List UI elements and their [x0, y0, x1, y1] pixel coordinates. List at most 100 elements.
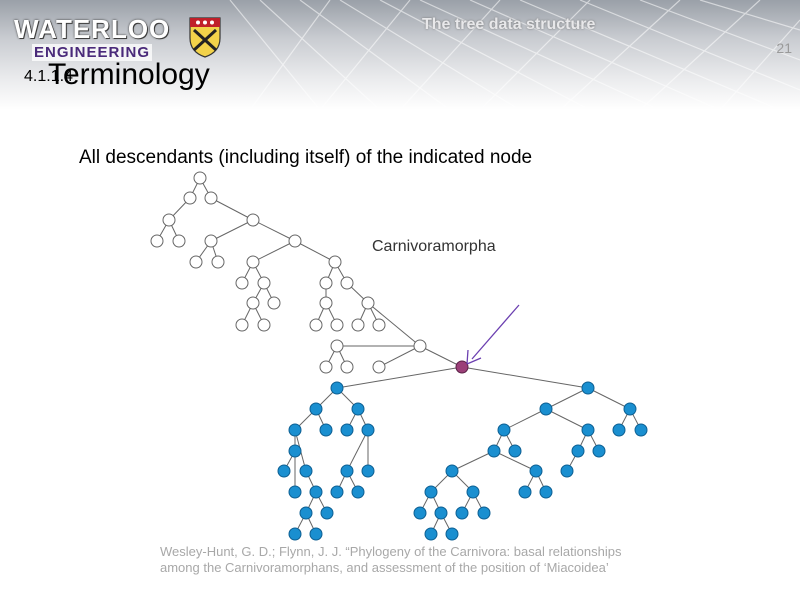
- descendant-node: [277, 464, 291, 478]
- header-decoration: [229, 0, 800, 110]
- tree-edge: [336, 366, 463, 389]
- tree-node: [204, 234, 218, 248]
- tree-edge: [210, 197, 254, 221]
- logo-engineering-text: ENGINEERING: [32, 44, 153, 61]
- tree-node: [361, 296, 375, 310]
- tree-edge: [493, 450, 537, 472]
- descendant-node: [330, 485, 344, 499]
- descendant-node: [288, 527, 302, 541]
- tree-edge: [587, 387, 631, 410]
- descendant-node: [424, 527, 438, 541]
- tree-node: [211, 255, 225, 269]
- tree-node: [330, 318, 344, 332]
- descendant-node: [560, 464, 574, 478]
- tree-node: [172, 234, 186, 248]
- tree-node: [150, 234, 164, 248]
- tree-node: [246, 255, 260, 269]
- descendant-node: [340, 464, 354, 478]
- citation-line-2: among the Carnivoramorphans, and assessm…: [160, 560, 609, 575]
- tree-node: [413, 339, 427, 353]
- tree-node: [372, 318, 386, 332]
- header-title: The tree data structure: [422, 16, 596, 33]
- logo-waterloo-text: WATERLOO: [14, 14, 171, 44]
- tree-edge: [503, 408, 547, 431]
- descendant-node: [351, 485, 365, 499]
- tree-nodes: [150, 171, 648, 541]
- tree-node: [235, 318, 249, 332]
- descendant-node: [340, 423, 354, 437]
- tree-node: [351, 318, 365, 332]
- tree-edge: [210, 219, 254, 242]
- descendant-node: [529, 464, 543, 478]
- descendant-node: [581, 381, 595, 395]
- tree-node: [183, 191, 197, 205]
- descendant-node: [434, 506, 448, 520]
- descendant-node: [487, 444, 501, 458]
- tree-node: [309, 318, 323, 332]
- tree-edge: [367, 302, 421, 347]
- descendant-node: [634, 423, 648, 437]
- tree-node: [319, 360, 333, 374]
- tree-edges: [156, 177, 642, 535]
- tree-node: [330, 339, 344, 353]
- descendant-node: [361, 423, 375, 437]
- descendant-node: [299, 506, 313, 520]
- indicated-node: [455, 360, 469, 374]
- tree-node: [257, 276, 271, 290]
- tree-edge: [378, 345, 421, 368]
- tree-edge: [545, 387, 589, 410]
- citation-line-1: Wesley-Hunt, G. D.; Flynn, J. J. “Phylog…: [160, 544, 622, 559]
- tree-node: [319, 276, 333, 290]
- descendant-node: [288, 444, 302, 458]
- tree-node: [340, 276, 354, 290]
- tree-node: [319, 296, 333, 310]
- tree-edge: [545, 408, 589, 431]
- tree-node: [257, 318, 271, 332]
- tree-edge: [419, 345, 463, 368]
- descendant-node: [319, 423, 333, 437]
- descendant-node: [309, 485, 323, 499]
- tree-node: [246, 213, 260, 227]
- descendant-node: [320, 506, 334, 520]
- descendant-node: [455, 506, 469, 520]
- tree-node: [204, 191, 218, 205]
- descendant-node: [413, 506, 427, 520]
- descendant-node: [330, 381, 344, 395]
- tree-edge: [252, 240, 296, 263]
- tree-node: [246, 296, 260, 310]
- carnivoramorpha-label: Carnivoramorpha: [372, 238, 496, 255]
- descendant-node: [445, 464, 459, 478]
- tree-edge: [346, 429, 369, 472]
- descendant-node: [309, 527, 323, 541]
- descendant-node: [288, 485, 302, 499]
- section-number: 4.1.1.4: [24, 68, 73, 85]
- tree-edge: [252, 219, 296, 242]
- tree-node: [328, 255, 342, 269]
- tree-node: [288, 234, 302, 248]
- slide-number: 21: [776, 40, 792, 56]
- descendant-node: [623, 402, 637, 416]
- descendant-node: [351, 402, 365, 416]
- descendant-node: [309, 402, 323, 416]
- tree-node: [189, 255, 203, 269]
- slide-subtitle: All descendants (including itself) of th…: [79, 147, 533, 168]
- descendant-node: [592, 444, 606, 458]
- descendant-node: [581, 423, 595, 437]
- descendant-node: [497, 423, 511, 437]
- descendant-node: [288, 423, 302, 437]
- descendant-node: [445, 527, 459, 541]
- descendant-node: [424, 485, 438, 499]
- tree-node: [235, 276, 249, 290]
- descendant-node: [518, 485, 532, 499]
- descendant-node: [508, 444, 522, 458]
- descendant-node: [539, 402, 553, 416]
- indicator-arrow: [466, 304, 520, 365]
- descendant-node: [466, 485, 480, 499]
- descendant-node: [299, 464, 313, 478]
- university-crest-icon: [189, 17, 221, 58]
- descendant-node: [361, 464, 375, 478]
- tree-node: [340, 360, 354, 374]
- descendant-node: [612, 423, 626, 437]
